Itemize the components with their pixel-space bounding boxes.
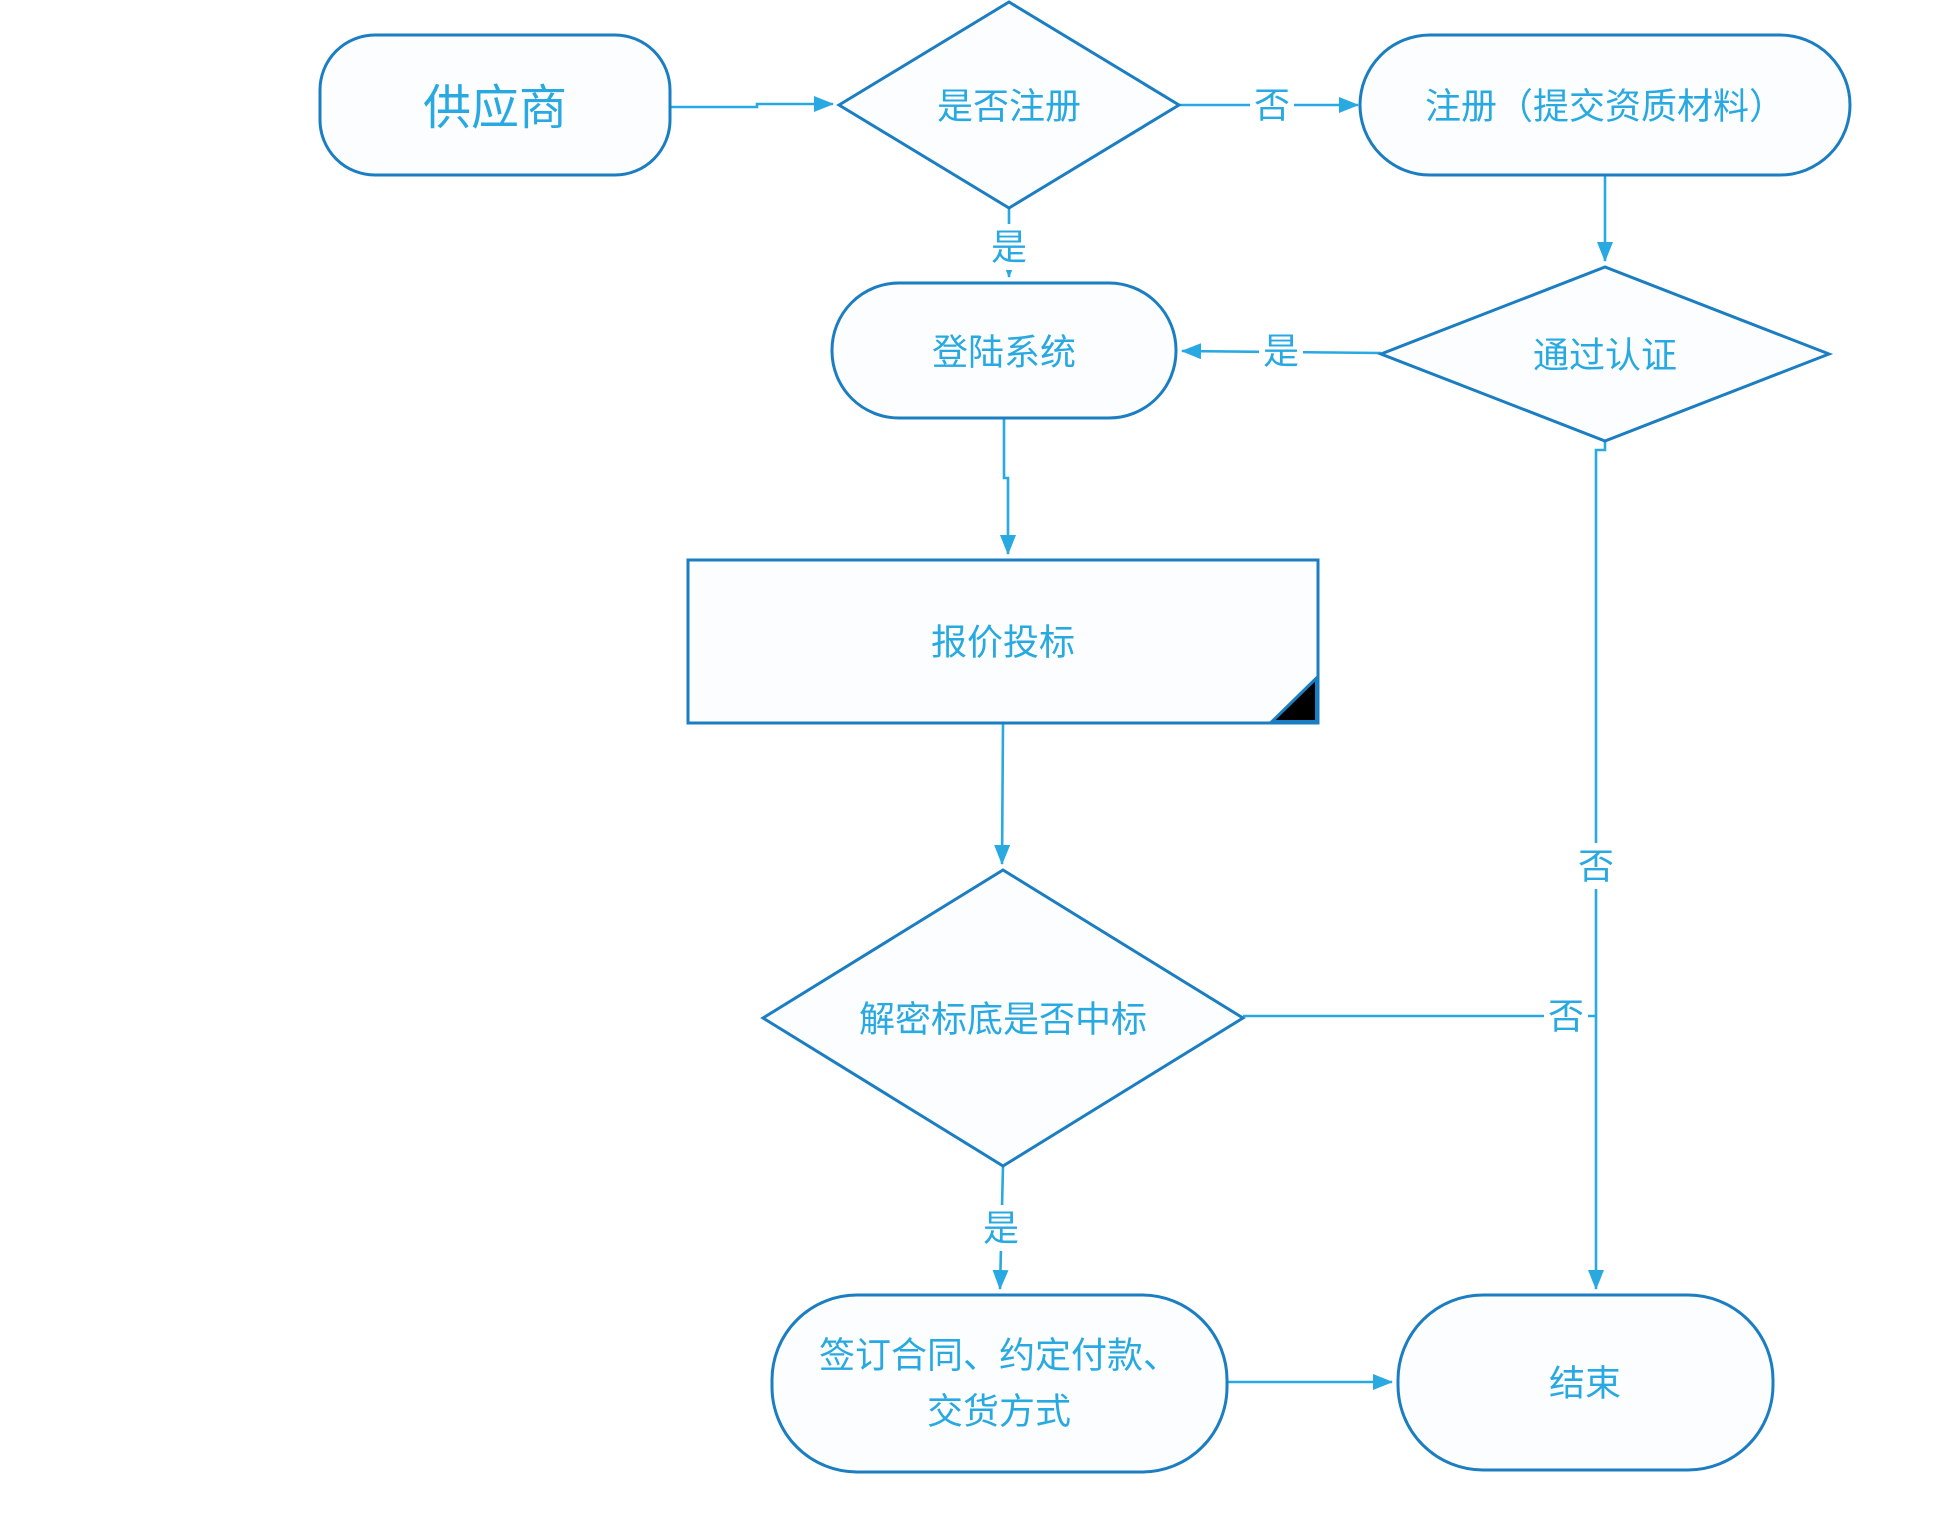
pass-certification-label: 通过认证	[1533, 336, 1677, 377]
nodes: 供应商 是否注册 注册（提交资质材料） 通过认证 登陆系统 报价投标	[318, 0, 1852, 1474]
label-bg	[979, 1205, 1023, 1251]
node-pass-certification: 通过认证	[1376, 265, 1834, 443]
login-system-shape	[830, 281, 1178, 420]
sign-contract-label-line1: 签订合同、约定付款、	[819, 1336, 1179, 1377]
node-supplier: 供应商	[318, 33, 672, 177]
node-decrypt-win-bid: 解密标底是否中标	[760, 868, 1246, 1168]
edge-labels: 否 是 是 否 否 是	[983, 86, 1614, 1250]
node-sign-contract: 签订合同、约定付款、 交货方式	[770, 1293, 1229, 1474]
edge-label-no: 否	[1548, 997, 1584, 1038]
supplier-label: 供应商	[423, 80, 567, 136]
edge-login-to-quote-bid	[1000, 418, 1016, 555]
label-bg	[1544, 993, 1588, 1039]
edge-label-yes: 是	[991, 228, 1027, 269]
is-registered-label: 是否注册	[937, 87, 1081, 128]
register-label: 注册（提交资质材料）	[1425, 87, 1785, 128]
corner-fold-triangle	[1268, 674, 1318, 723]
decrypt-win-bid-label: 解密标底是否中标	[859, 1000, 1147, 1041]
end-label: 结束	[1549, 1364, 1621, 1405]
edge-label-no: 否	[1254, 86, 1290, 127]
sign-contract-label-line2: 交货方式	[927, 1392, 1071, 1433]
register-shape	[1358, 33, 1852, 177]
edge-label-no: 否	[1578, 847, 1614, 888]
node-is-registered: 是否注册	[836, 0, 1182, 210]
quote-bid-shape	[686, 558, 1320, 725]
label-bg	[1574, 843, 1618, 889]
label-bg	[1259, 328, 1303, 374]
node-register: 注册（提交资质材料）	[1358, 33, 1852, 177]
label-bg	[987, 224, 1031, 270]
label-bg	[1250, 82, 1294, 128]
edge-label-yes: 是	[983, 1209, 1019, 1250]
pass-certification-diamond	[1376, 265, 1834, 443]
edge-supplier-to-is-registered	[670, 96, 834, 112]
end-shape	[1396, 1293, 1775, 1472]
supplier-shape	[318, 33, 672, 177]
node-quote-bid: 报价投标	[686, 558, 1320, 725]
node-end: 结束	[1396, 1293, 1775, 1472]
edge-label-backgrounds	[979, 82, 1618, 1251]
edge-quote-bid-to-decrypt	[994, 722, 1011, 865]
edge-label-yes: 是	[1263, 332, 1299, 373]
decrypt-win-bid-diamond	[760, 868, 1246, 1168]
sign-contract-shape	[770, 1293, 1229, 1474]
is-registered-diamond	[836, 0, 1182, 210]
quote-bid-label: 报价投标	[931, 623, 1075, 664]
node-login-system: 登陆系统	[830, 281, 1178, 420]
login-system-label: 登陆系统	[932, 333, 1076, 374]
